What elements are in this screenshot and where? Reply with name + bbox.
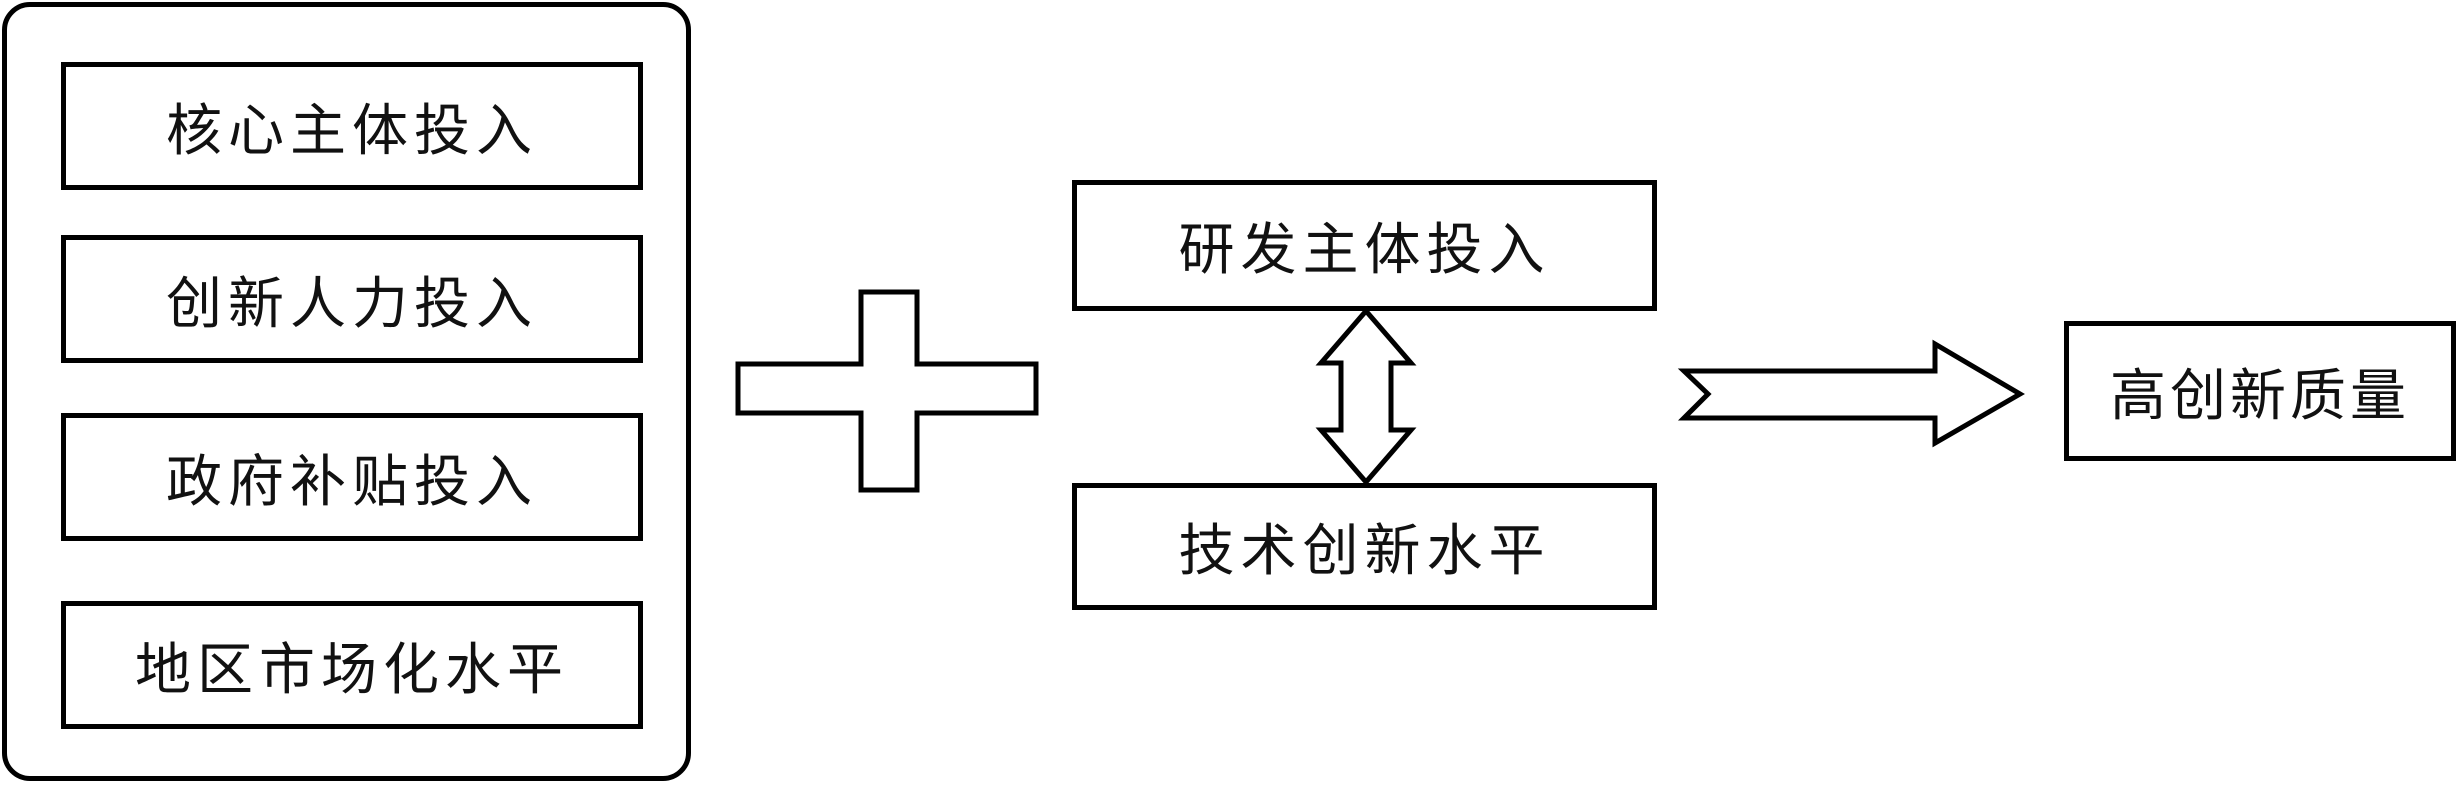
double-arrow-vertical-icon (1315, 307, 1417, 486)
innovation-talent-input-box: 创新人力投入 (61, 235, 643, 363)
high-innovation-quality-box: 高创新质量 (2064, 321, 2456, 461)
rd-entity-input-box: 研发主体投入 (1072, 180, 1657, 311)
innovation-talent-input-label: 创新人力投入 (166, 271, 538, 337)
plus-icon (735, 289, 1039, 493)
rd-entity-input-label: 研发主体投入 (1178, 218, 1551, 283)
core-entity-input-label: 核心主体投入 (166, 98, 538, 164)
regional-marketization-box: 地区市场化水平 (61, 601, 643, 729)
high-innovation-quality-label: 高创新质量 (2110, 363, 2410, 429)
tech-innovation-level-box: 技术创新水平 (1072, 483, 1657, 610)
tech-innovation-level-label: 技术创新水平 (1178, 519, 1551, 584)
arrow-right-icon (1677, 339, 2025, 448)
government-subsidy-input-box: 政府补贴投入 (61, 413, 643, 541)
core-entity-input-box: 核心主体投入 (61, 62, 643, 190)
regional-marketization-label: 地区市场化水平 (135, 637, 569, 703)
government-subsidy-input-label: 政府补贴投入 (166, 449, 538, 515)
